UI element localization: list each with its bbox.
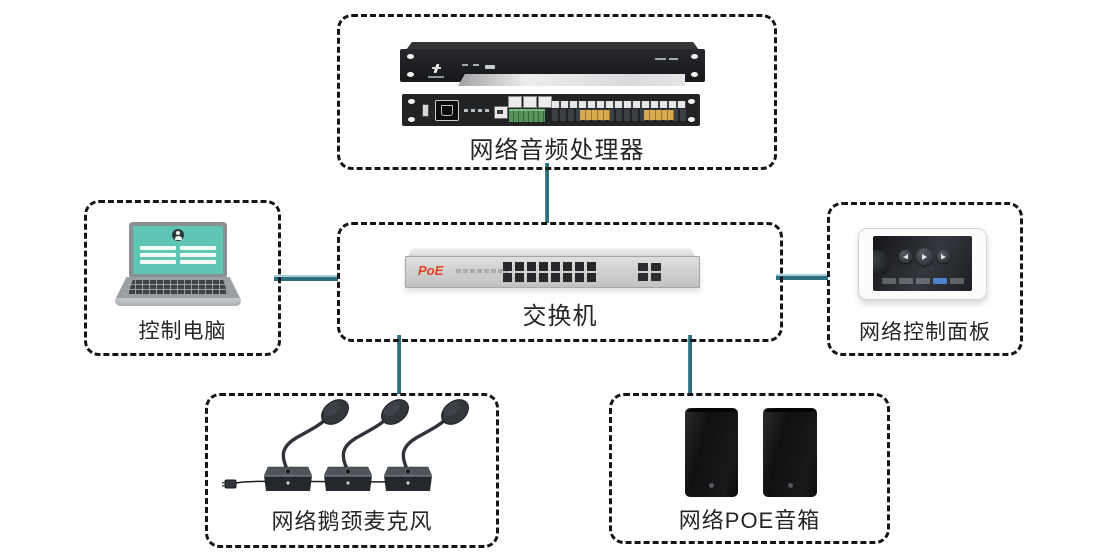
rj45-port-row xyxy=(503,273,596,282)
poe-badge: PoE xyxy=(418,263,444,278)
switch-front-body: PoE xyxy=(405,256,700,288)
node-switch: PoE 交换机 xyxy=(337,222,783,342)
gooseneck-mic xyxy=(383,399,469,491)
connector-processor-switch xyxy=(545,163,549,223)
laptop-screen-content xyxy=(133,226,223,274)
node-label-pc: 控制电脑 xyxy=(138,320,227,343)
node-label-mic: 网络鹅颈麦克风 xyxy=(271,509,433,534)
orange-terminal-block xyxy=(644,110,674,120)
speaker-image xyxy=(685,408,738,497)
node-audio-processor: 网络音频处理器 xyxy=(337,14,777,170)
screw-icon xyxy=(407,54,414,59)
rear-label-text-mark xyxy=(464,109,492,112)
user-avatar-icon xyxy=(172,229,184,241)
node-label-processor: 网络音频处理器 xyxy=(469,137,645,164)
brand-logo-text-mark xyxy=(428,76,444,78)
node-poe-speakers: 网络POE音箱 xyxy=(609,393,890,544)
screw-icon xyxy=(688,117,695,122)
connector-label xyxy=(523,96,537,108)
connector-switch-mic xyxy=(397,335,401,394)
sfp-port-row xyxy=(638,273,661,281)
sfp-port-row xyxy=(638,263,661,271)
node-label-speaker: 网络POE音箱 xyxy=(678,508,821,533)
green-terminal-block xyxy=(509,109,545,122)
node-label-switch: 交换机 xyxy=(522,303,598,330)
power-switch xyxy=(422,104,429,117)
media-controls xyxy=(899,248,950,265)
network-port xyxy=(494,106,508,119)
screw-icon xyxy=(691,72,698,77)
audio-processor-front-image xyxy=(400,42,705,86)
screw-icon xyxy=(408,117,415,122)
laptop-base xyxy=(115,277,241,306)
connector-label xyxy=(538,96,552,108)
connector-strip xyxy=(552,101,686,108)
rj45-port-row xyxy=(503,262,596,271)
cable-connector-icon xyxy=(224,479,237,489)
power-inlet xyxy=(435,100,459,121)
speaker-image xyxy=(763,408,817,497)
model-text-mark xyxy=(669,58,678,60)
next-track-icon xyxy=(937,250,950,263)
node-control-pc: 控制电脑 xyxy=(84,200,281,356)
connector-pc-switch xyxy=(274,275,338,281)
orange-terminal-block xyxy=(580,110,610,120)
gooseneck-mics-image xyxy=(222,399,469,491)
front-silver-strip xyxy=(458,74,685,86)
rack-top-face xyxy=(406,42,699,50)
previous-track-icon xyxy=(899,250,912,263)
screw-icon xyxy=(407,72,414,77)
keyboard-keys xyxy=(128,279,228,295)
rack-front-body xyxy=(400,49,705,86)
connector-switch-panel xyxy=(776,274,828,280)
gooseneck-mic xyxy=(263,399,349,491)
laptop-image xyxy=(115,222,241,306)
front-indicator xyxy=(473,64,479,66)
gooseneck-mic xyxy=(323,399,409,491)
screw-icon xyxy=(688,99,695,104)
brand-logo-icon xyxy=(430,64,443,74)
wall-panel-image xyxy=(858,228,987,300)
connector-label xyxy=(508,96,522,108)
node-control-panel: 网络控制面板 xyxy=(827,202,1023,356)
volume-knob-icon xyxy=(873,250,890,276)
poe-switch-image: PoE xyxy=(405,248,700,288)
screw-icon xyxy=(691,54,698,59)
connector-switch-speaker xyxy=(688,335,692,394)
panel-menu-chips xyxy=(873,278,972,284)
front-button xyxy=(485,65,495,69)
laptop-screen xyxy=(129,222,227,277)
audio-processor-rear-image xyxy=(402,94,700,126)
selected-menu-chip xyxy=(932,278,947,284)
model-text-mark xyxy=(655,58,666,60)
play-icon xyxy=(916,248,933,265)
screw-icon xyxy=(408,99,415,104)
node-gooseneck-mics: 网络鹅颈麦克风 xyxy=(205,393,499,548)
switch-model-text-mark xyxy=(456,269,508,273)
node-label-panel: 网络控制面板 xyxy=(859,321,991,344)
login-form-bars xyxy=(140,246,216,264)
front-indicator xyxy=(462,64,468,66)
panel-screen xyxy=(873,236,972,291)
switch-top-face xyxy=(408,248,695,256)
